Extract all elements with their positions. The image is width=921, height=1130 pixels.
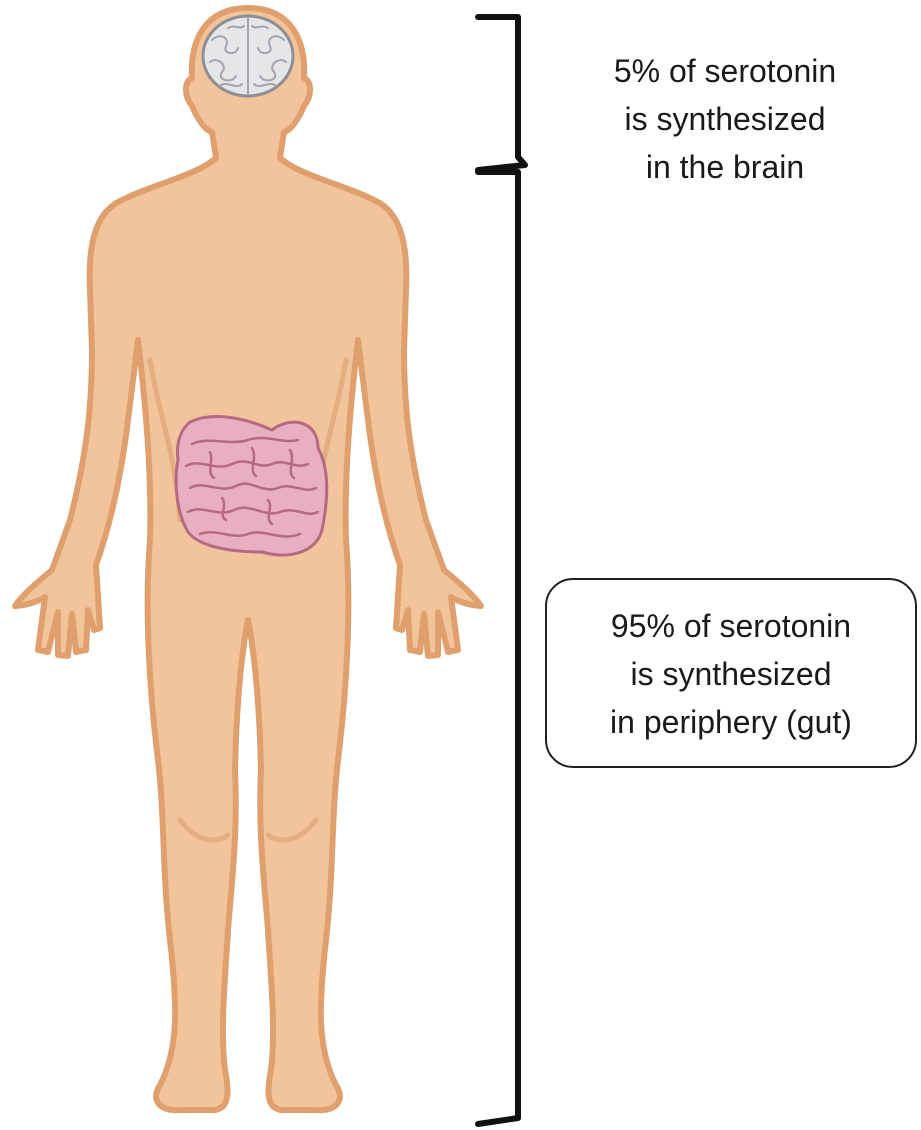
body-silhouette — [15, 8, 481, 1110]
gut-label-line-1: 95% of serotonin — [547, 602, 915, 650]
body-bracket — [478, 172, 518, 1124]
brain-icon — [203, 16, 293, 96]
brain-serotonin-label: 5% of serotonin is synthesized in the br… — [555, 47, 895, 191]
intestine-icon — [176, 417, 327, 556]
brain-bracket — [478, 17, 525, 170]
brain-label-line-1: 5% of serotonin — [555, 47, 895, 95]
gut-serotonin-label: 95% of serotonin is synthesized in perip… — [545, 578, 917, 768]
gut-label-line-3: in periphery (gut) — [547, 698, 915, 746]
human-body-icon — [15, 8, 481, 1110]
gut-label-line-2: is synthesized — [547, 650, 915, 698]
brain-label-line-2: is synthesized — [555, 95, 895, 143]
brain-label-line-3: in the brain — [555, 143, 895, 191]
